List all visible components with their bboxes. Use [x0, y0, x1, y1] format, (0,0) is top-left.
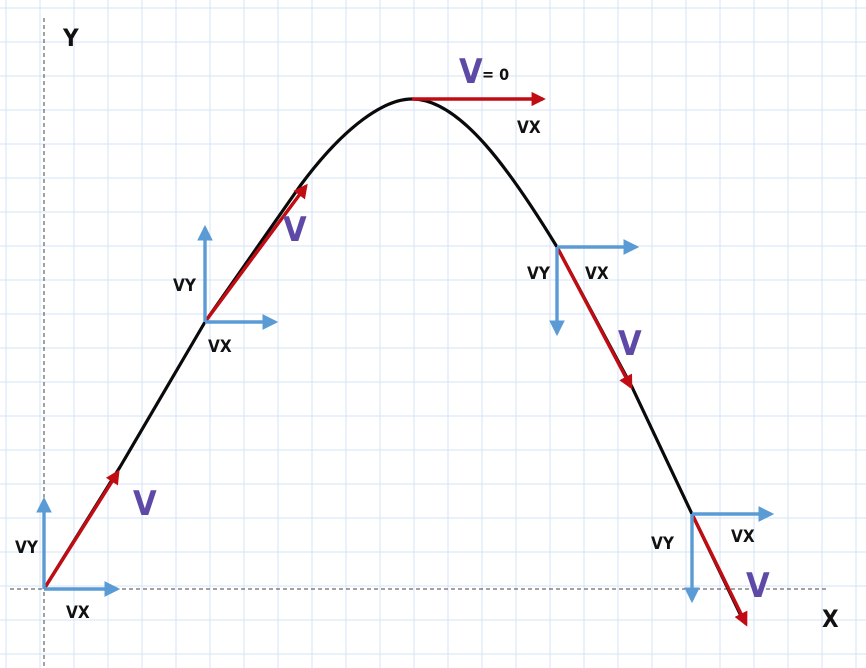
vx-label-apex: VX: [517, 118, 541, 138]
velocity-label-landing: V: [746, 566, 770, 606]
vx-label-descending: VX: [585, 264, 609, 284]
y-axis-label: Y: [62, 24, 79, 52]
vx-label-ascending: VX: [208, 337, 232, 357]
velocity-arrow-ascending: [203, 183, 308, 324]
vy-label-descending: VY: [527, 264, 551, 284]
velocity-arrow-descending: [555, 246, 633, 390]
vy-label-landing: VY: [651, 534, 675, 554]
velocity-label-apex: V: [459, 52, 483, 92]
vy-label-ascending: VY: [173, 276, 197, 296]
velocity-label-ascending: V: [283, 210, 307, 250]
vx-label-landing: VX: [731, 527, 755, 547]
velocity-arrow-launch: [42, 469, 120, 590]
velocity-arrow-landing: [690, 513, 748, 627]
vx-label-launch: VX: [66, 603, 90, 623]
vy-label-launch: VY: [15, 538, 39, 558]
velocity-label-launch: V: [133, 484, 157, 524]
apex-equals-zero-label: = 0: [482, 65, 509, 84]
x-axis-label: X: [822, 605, 839, 633]
velocity-label-descending: V: [618, 324, 642, 364]
